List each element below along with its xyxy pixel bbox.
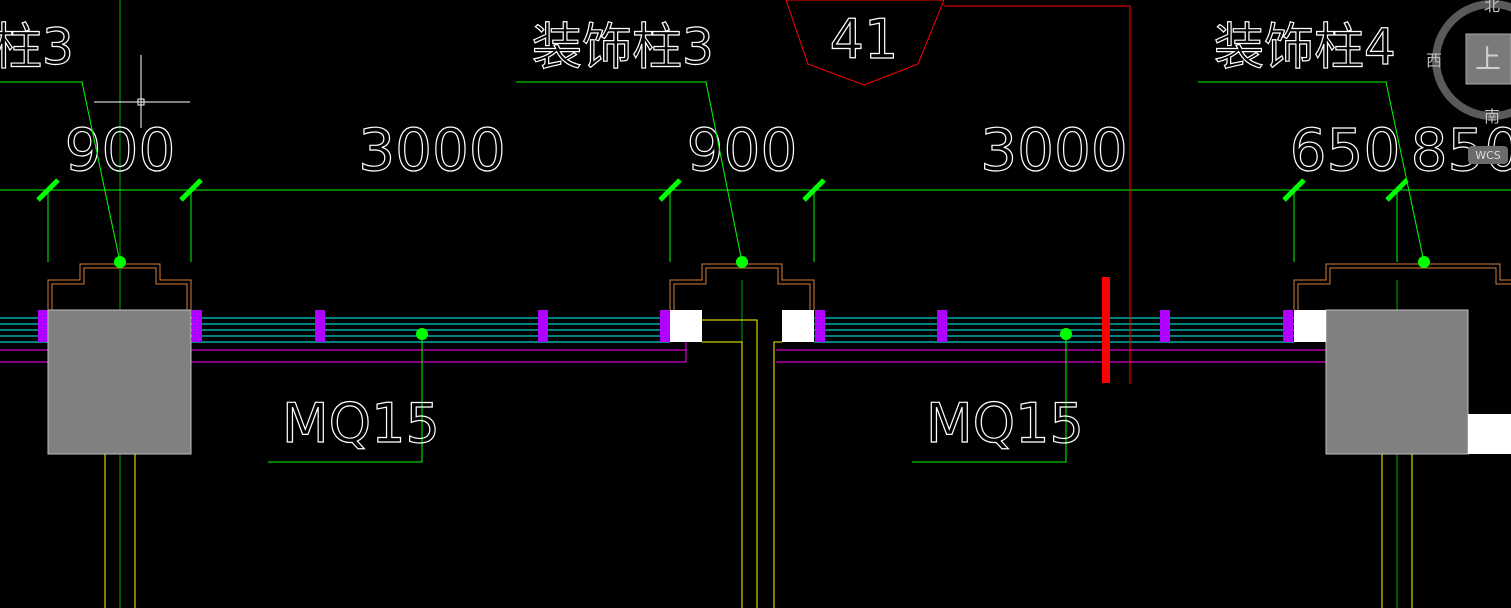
column-label[interactable]: 装饰柱4 (1213, 17, 1396, 76)
viewcube-north-label[interactable]: 北 (1484, 0, 1500, 15)
mullion[interactable] (1283, 310, 1293, 342)
leader-line (912, 334, 1067, 463)
dimension-tick (179, 178, 203, 202)
dimension-tick (658, 178, 682, 202)
mullion[interactable] (38, 310, 48, 342)
mullion[interactable] (815, 310, 825, 342)
leader-line (1198, 81, 1425, 263)
dimension-value[interactable]: 3000 (358, 115, 507, 184)
leader-dot[interactable] (736, 256, 748, 268)
viewcube[interactable]: 上 北 西 南 WCS (1426, 0, 1511, 164)
dimension-tick (36, 178, 60, 202)
wall-tag[interactable]: MQ15 (925, 391, 1084, 455)
dimension-value[interactable]: 900 (686, 115, 798, 184)
mullion[interactable] (315, 310, 325, 342)
wall-line-yellow (773, 341, 782, 608)
dimension-value[interactable]: 650 (1289, 115, 1401, 184)
grid-bubble-number[interactable]: 41 (829, 7, 899, 71)
wall-line-yellow (702, 319, 758, 608)
grid-bubble[interactable]: 41 (785, 0, 1131, 384)
leader-dot[interactable] (114, 256, 126, 268)
dimension-tick (1385, 178, 1409, 202)
viewcube-top-label: 上 (1475, 45, 1501, 75)
mullion[interactable] (538, 310, 548, 342)
crosshair-pickbox (137, 98, 145, 106)
ucs-menu-button[interactable] (1468, 146, 1508, 164)
column-end-block[interactable] (1468, 414, 1511, 454)
dimension-tick (802, 178, 826, 202)
decorative-column-outline (1293, 263, 1511, 310)
wall-tag[interactable]: MQ15 (281, 391, 440, 455)
column-end-block[interactable] (1294, 310, 1326, 342)
curtain-wall[interactable] (0, 310, 1326, 363)
leaders (0, 81, 1425, 463)
column-end-block[interactable] (670, 310, 702, 342)
viewcube-ring[interactable] (1432, 0, 1511, 120)
axis-lines (119, 0, 1398, 608)
column[interactable] (47, 309, 192, 455)
column-end-block[interactable] (782, 310, 814, 342)
dimension-chain: 900 3000 900 3000 650 850 (0, 115, 1511, 262)
interior-walls (104, 319, 1413, 608)
grid-line (944, 5, 1131, 384)
section-marker[interactable] (1102, 277, 1110, 383)
column[interactable] (1325, 309, 1469, 455)
column-label[interactable]: 装饰柱3 (531, 17, 714, 76)
mullion[interactable] (192, 310, 202, 342)
grid-bubble-outline (785, 0, 945, 86)
viewcube-top-face[interactable] (1465, 33, 1511, 85)
leader-dot[interactable] (1418, 256, 1430, 268)
leader-dot[interactable] (416, 328, 428, 340)
dimension-value[interactable]: 3000 (980, 115, 1129, 184)
leader-line (0, 81, 121, 263)
mullion[interactable] (937, 310, 947, 342)
ucs-label: WCS (1475, 149, 1501, 162)
dimension-tick (1282, 178, 1306, 202)
column-group[interactable] (47, 263, 1511, 455)
viewcube-west-label[interactable]: 西 (1426, 51, 1442, 70)
leader-line (516, 81, 743, 263)
decorative-column-outline (1297, 267, 1511, 310)
viewcube-south-label[interactable]: 南 (1484, 107, 1500, 126)
crosshair-cursor (94, 55, 190, 128)
wall-line-yellow (702, 341, 743, 608)
leader-dot[interactable] (1060, 328, 1072, 340)
dimension-value[interactable]: 900 (64, 115, 176, 184)
leader-line (268, 334, 423, 463)
column-label[interactable]: 柱3 (0, 17, 74, 76)
mullion[interactable] (1160, 310, 1170, 342)
mullion[interactable] (660, 310, 670, 342)
